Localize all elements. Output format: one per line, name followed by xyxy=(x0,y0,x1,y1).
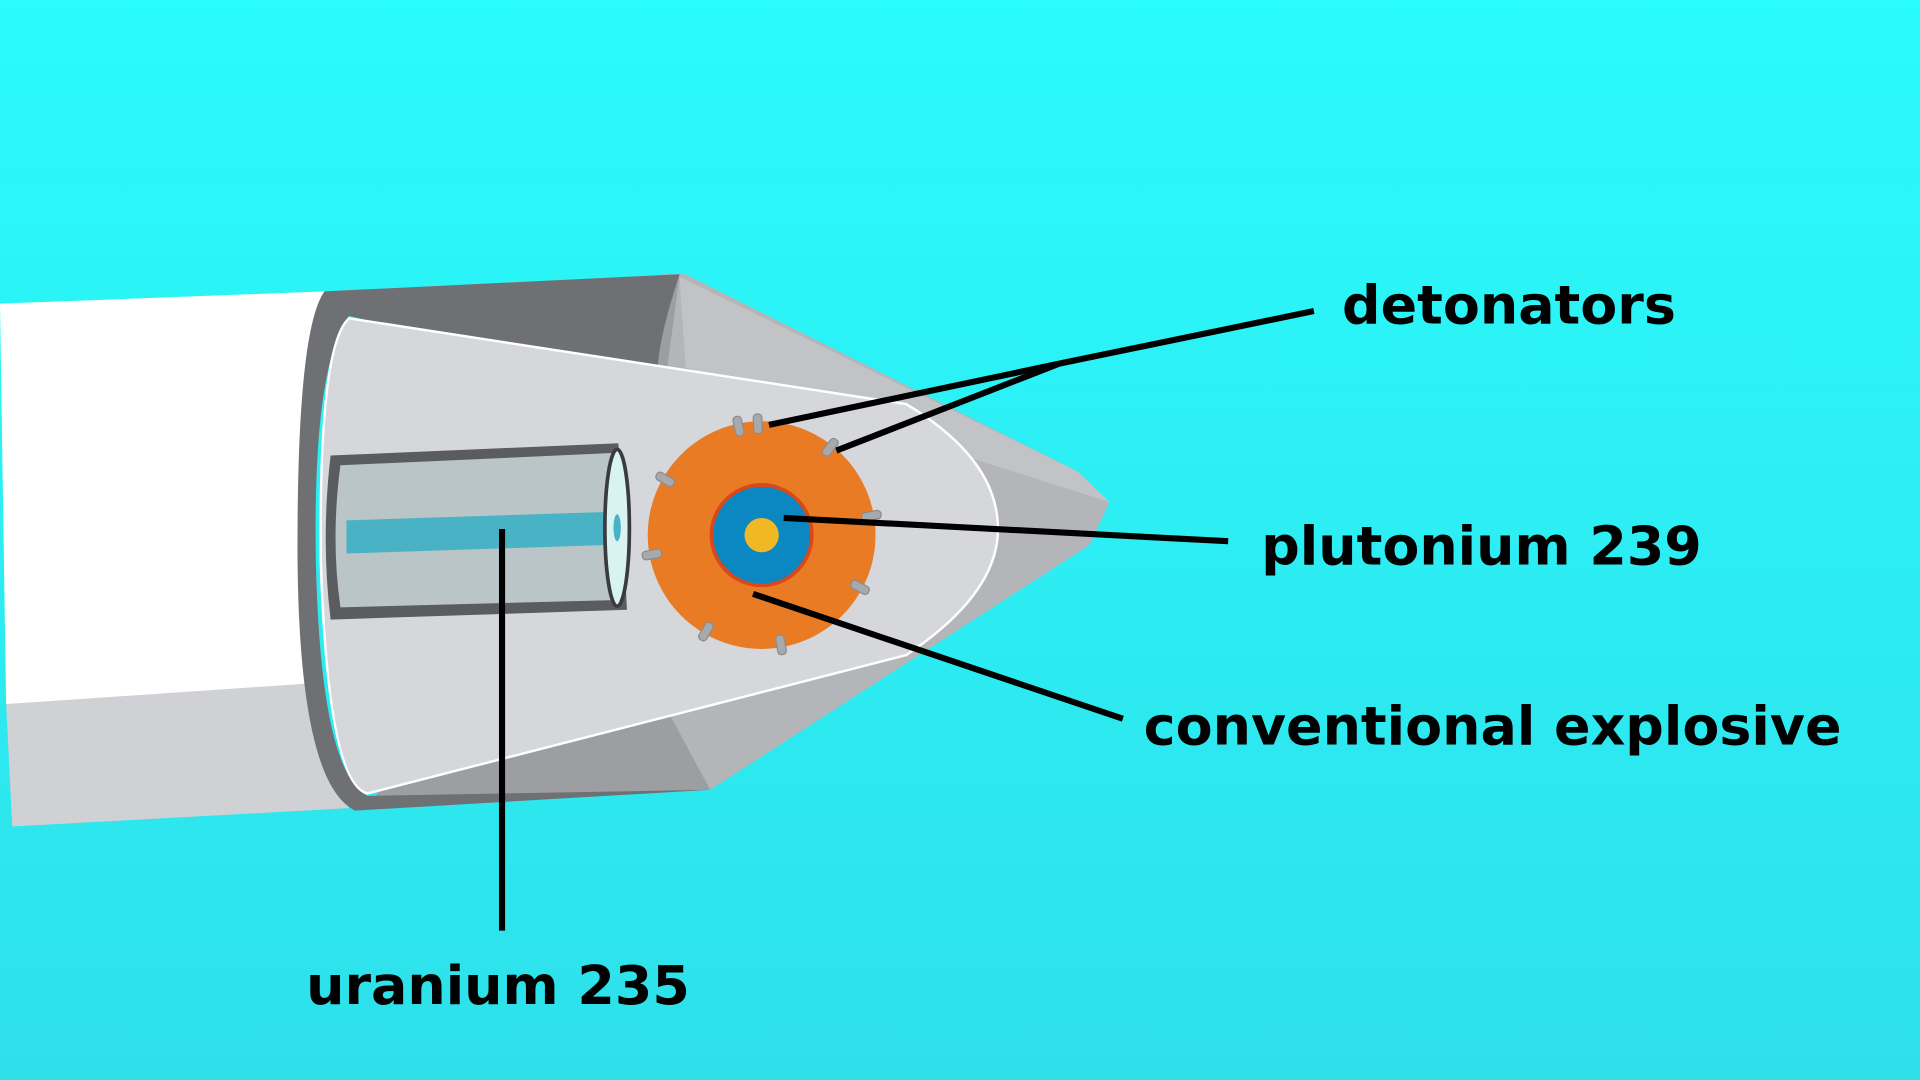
uranium-rod xyxy=(346,511,610,554)
plutonium-line xyxy=(783,514,1229,545)
core xyxy=(744,517,779,553)
detonators-line xyxy=(768,308,1315,428)
label-conventional-explosive: conventional explosive xyxy=(1144,694,1842,757)
explosive-line xyxy=(752,590,1124,722)
uranium-cylinder xyxy=(325,443,632,620)
label-detonators: detonators xyxy=(1342,273,1676,336)
casing-rim xyxy=(297,274,711,811)
body-upper xyxy=(0,291,325,705)
body-lower xyxy=(6,683,349,827)
detonator xyxy=(732,415,745,437)
detonators xyxy=(641,413,882,656)
detonator xyxy=(752,413,763,435)
detonators-line-2 xyxy=(835,360,1061,454)
leader-lines xyxy=(498,308,1315,931)
detonator xyxy=(775,634,787,656)
detonator xyxy=(850,579,870,596)
detonator xyxy=(655,471,676,488)
detonator xyxy=(698,621,714,642)
detonator xyxy=(821,437,839,457)
label-plutonium: plutonium 239 xyxy=(1261,514,1702,577)
detonator xyxy=(641,548,663,561)
missile-casing xyxy=(0,274,1110,827)
implosion-core xyxy=(641,413,882,656)
label-uranium: uranium 235 xyxy=(306,954,690,1017)
